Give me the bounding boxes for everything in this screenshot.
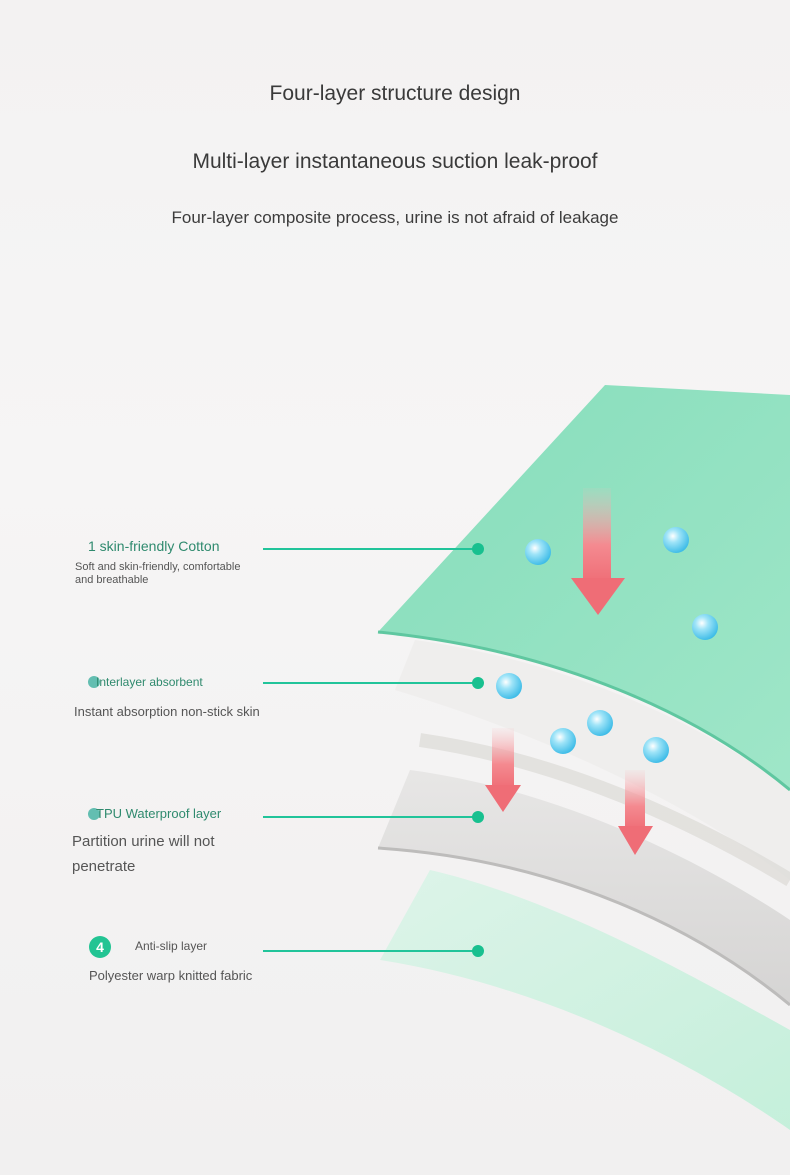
layer-3-leader-line <box>263 816 478 818</box>
layer-4-desc-line1: Polyester warp knitted fabric <box>89 968 253 983</box>
layer-2-bullet-icon <box>88 676 100 688</box>
down-arrow-icon <box>618 770 653 855</box>
droplet-icon <box>550 728 576 754</box>
layer-2-desc-line1: Instant absorption non-stick skin <box>74 704 260 719</box>
layer-1-desc-line1: Soft and skin-friendly, comfortable <box>75 561 241 573</box>
layer-1-leader-line <box>263 548 478 550</box>
layer-4-leader-line <box>263 950 478 952</box>
layer-2-marker-dot <box>472 677 484 689</box>
down-arrow-icon <box>571 488 625 615</box>
layer-3-bullet-icon <box>88 808 100 820</box>
layer-4-marker-dot <box>472 945 484 957</box>
tpu-waterproof-layer <box>378 770 790 1005</box>
droplet-icon <box>643 737 669 763</box>
layer-3-marker-dot <box>472 811 484 823</box>
layer-3-desc-line2: penetrate <box>72 858 136 875</box>
droplet-icon <box>663 527 689 553</box>
page-title: Four-layer structure design <box>269 82 521 105</box>
droplet-icon <box>496 673 522 699</box>
down-arrow-icon <box>485 728 521 812</box>
layer-4-title: Anti-slip layer <box>135 939 208 953</box>
layer-3-desc-line1: Partition urine will not <box>72 833 215 850</box>
layer-4-number-badge: 4 <box>89 936 111 958</box>
droplet-icon <box>525 539 551 565</box>
layer-1-marker-dot <box>472 543 484 555</box>
layer-1-title: 1 skin-friendly Cotton <box>88 538 220 554</box>
page-tagline: Four-layer composite process, urine is n… <box>171 208 619 227</box>
interlayer-absorbent-layer <box>395 640 790 880</box>
layer-3-title: TPU Waterproof layer <box>96 806 222 821</box>
anti-slip-layer <box>380 870 790 1130</box>
droplet-icon <box>587 710 613 736</box>
droplet-icon <box>692 614 718 640</box>
layer-2-leader-line <box>263 682 478 684</box>
layer-1-desc-line2: and breathable <box>75 574 149 586</box>
layer-2-title: Interlayer absorbent <box>96 675 203 689</box>
page-subtitle: Multi-layer instantaneous suction leak-p… <box>192 150 598 173</box>
